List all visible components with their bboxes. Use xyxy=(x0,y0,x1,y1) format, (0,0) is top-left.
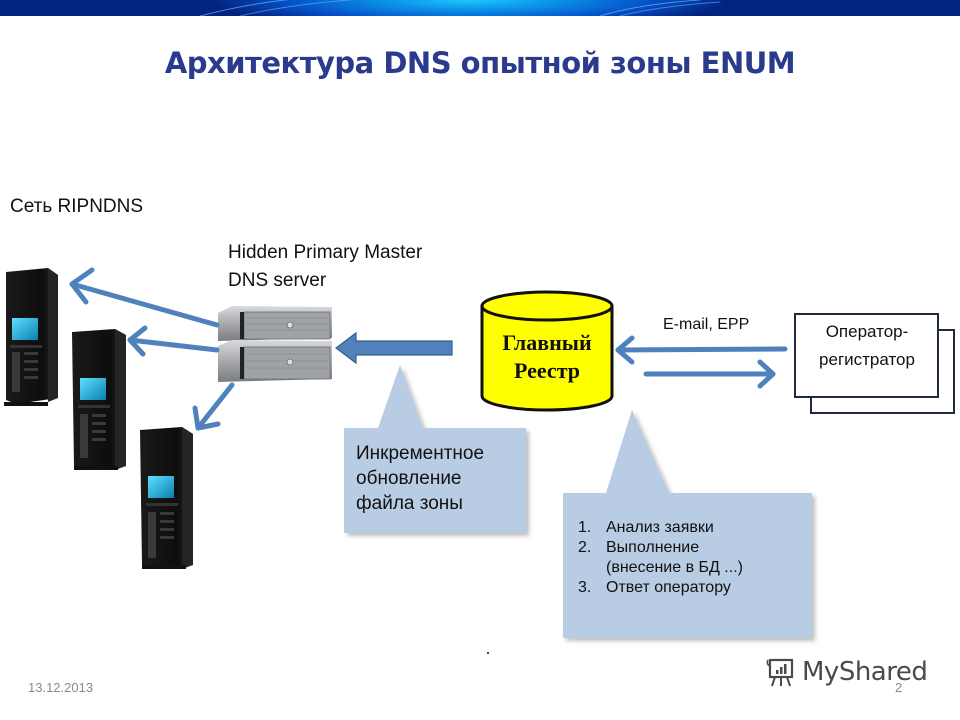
arrow-to-rack-3 xyxy=(192,382,235,431)
registry-label: Главный Реестр xyxy=(481,329,613,385)
callout-line: обновление xyxy=(356,468,462,489)
step-number: 1. xyxy=(578,519,592,536)
zone-update-block-arrow xyxy=(335,331,453,365)
hidden-master-label-line1: Hidden Primary Master xyxy=(228,242,423,263)
header-banner xyxy=(0,0,960,16)
arrow-operator-to-registry xyxy=(615,335,788,365)
presentation-board-icon xyxy=(766,658,794,687)
step-text: Анализ заявки xyxy=(606,519,714,536)
arrow-registry-to-operator xyxy=(643,359,776,389)
rack-server-icon xyxy=(4,268,58,406)
list-item: 3. Ответ оператору xyxy=(578,578,743,598)
page-number: 2 xyxy=(895,680,903,695)
rack-server-icon xyxy=(140,427,193,569)
hidden-master-label-line2: DNS server xyxy=(228,270,327,291)
callout-processing-steps xyxy=(563,410,812,638)
database-cylinder-icon xyxy=(480,290,614,412)
slide-title: Архитектура DNS опытной зоны ENUM xyxy=(164,46,796,80)
step-number: 3. xyxy=(578,579,592,596)
stray-dot xyxy=(487,652,489,654)
step-number: 2. xyxy=(578,539,592,556)
callout-zone-update xyxy=(344,365,526,533)
network-label: Сеть RIPNDNS xyxy=(10,196,144,217)
step-number xyxy=(578,558,606,578)
protocol-label: E-mail, EPP xyxy=(663,316,750,333)
operator-label: Оператор- регистратор xyxy=(796,318,938,374)
rack-server-icon xyxy=(72,329,126,470)
step-text: (внесение в БД ...) xyxy=(606,559,743,576)
processing-steps-list: 1. Анализ заявки 2. Выполнение (внесение в… xyxy=(578,518,743,598)
operator-registrar-box xyxy=(794,313,955,414)
list-item: 1. Анализ заявки xyxy=(578,518,743,538)
callout-zone-update-text: Инкрементное обновление файла зоны xyxy=(356,441,484,516)
footer-date: 13.12.2013 xyxy=(28,680,94,695)
callout-line: файла зоны xyxy=(356,493,463,514)
banner-swirl-decoration xyxy=(199,0,721,16)
callout-line: Инкрементное xyxy=(356,443,485,464)
operator-label-line1: Оператор- xyxy=(825,322,909,341)
registry-label-line1: Главный xyxy=(502,330,592,355)
registry-label-line2: Реестр xyxy=(513,358,581,383)
step-text: Выполнение xyxy=(606,539,700,556)
watermark-text: MyShared xyxy=(802,657,928,687)
stacked-server-icon xyxy=(218,306,332,382)
list-item: (внесение в БД ...) xyxy=(578,558,743,578)
watermark-logo: MyShared xyxy=(766,656,928,688)
arrow-to-rack-2 xyxy=(127,325,220,357)
list-item: 2. Выполнение xyxy=(578,538,743,558)
operator-label-line2: регистратор xyxy=(819,350,915,369)
arrow-to-rack-1 xyxy=(69,267,220,328)
step-text: Ответ оператору xyxy=(606,579,731,596)
